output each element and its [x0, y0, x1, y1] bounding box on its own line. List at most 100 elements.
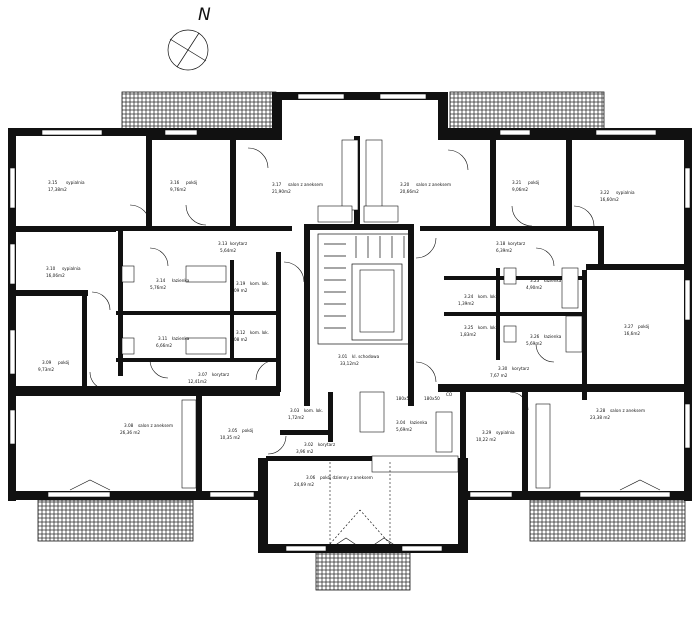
room-name: pokój: [638, 324, 649, 329]
room-area: 6,39m2: [496, 248, 512, 253]
room-code: 3.23: [530, 278, 540, 283]
room-code: 3.07: [198, 372, 208, 377]
room-code: 3.10: [46, 266, 56, 271]
room-name: kom. lok.: [250, 330, 269, 335]
fixture-mark: 180x50: [396, 396, 412, 401]
room-name: pokój: [58, 360, 69, 365]
room-code: 3.15: [48, 180, 58, 185]
room-code: 3.02: [304, 442, 314, 447]
stair-core: [317, 233, 413, 345]
room-name: kom. lok.: [478, 294, 497, 299]
windows: [9, 93, 691, 552]
room-area: 7,67 m2: [490, 373, 508, 378]
room-code: 3.01: [338, 354, 348, 359]
room-code: 3.24: [464, 294, 474, 299]
room-area: 16,06m2: [46, 273, 65, 278]
room-name: pokój dzienny z aneksem: [320, 475, 373, 480]
room-name: kom. lok.: [304, 408, 323, 413]
room-name: korytarz: [508, 241, 526, 246]
room-name: korytarz: [512, 366, 530, 371]
room-name: salon z aneksem: [138, 423, 173, 428]
room-area: 9,76m2: [170, 187, 186, 192]
north-compass-icon: N: [167, 5, 211, 71]
room-code: 3.08: [124, 423, 134, 428]
room-area: 5,64m2: [220, 248, 236, 253]
room-name: łazienka: [544, 334, 562, 339]
room-code: 3.22: [600, 190, 610, 195]
room-area: 12,41m2: [188, 379, 207, 384]
room-code: 3.03: [290, 408, 300, 413]
room-code: 3.09: [42, 360, 52, 365]
room-area: 5,76m2: [150, 285, 166, 290]
room-name: kom. lok.: [250, 281, 269, 286]
room-code: 3.11: [158, 336, 168, 341]
room-code: 3.19: [236, 281, 246, 286]
room-area: 6,66m2: [156, 343, 172, 348]
room-code: 3.29: [482, 430, 492, 435]
fixture-mark: CO: [446, 392, 453, 397]
north-label: N: [198, 5, 211, 25]
room-area: 2,08 m2: [230, 337, 248, 342]
room-code: 3.17: [272, 182, 282, 187]
room-area: 33,12m2: [340, 361, 359, 366]
room-code: 3.30: [498, 366, 508, 371]
room-code: 3.21: [512, 180, 522, 185]
room-area: 24,69 m2: [294, 482, 314, 487]
room-code: 3.14: [156, 278, 166, 283]
room-area: 17,38m2: [48, 187, 67, 192]
room-code: 3.18: [496, 241, 506, 246]
door-swings: [69, 147, 661, 547]
kitchen-fixtures: [181, 139, 551, 489]
room-code: 3.13: [218, 241, 228, 246]
room-name: pokój: [186, 180, 197, 185]
room-code: 3.28: [596, 408, 606, 413]
balcony-bottom-left: [37, 499, 194, 542]
room-name: salon z aneksem: [416, 182, 451, 187]
balcony-top-left: [121, 91, 277, 133]
room-name: salon z aneksem: [610, 408, 645, 413]
room-code: 3.16: [170, 180, 180, 185]
room-name: sypialnia: [66, 180, 85, 185]
room-code: 3.12: [236, 330, 246, 335]
room-code: 3.04: [396, 420, 406, 425]
room-name: pokój: [242, 428, 253, 433]
room-area: 20,66m2: [400, 189, 419, 194]
room-area: 23,38 m2: [590, 415, 610, 420]
room-name: korytarz: [318, 442, 336, 447]
room-code: 3.20: [400, 182, 410, 187]
fixture-mark: 180x50: [424, 396, 440, 401]
room-labels: 3.15 sypialnia 17,38m2 3.16 pokój 9,76m2…: [38, 180, 649, 487]
room-area: 2,09 m2: [230, 288, 248, 293]
room-code: 3.05: [228, 428, 238, 433]
room-name: kl. schodowa: [352, 354, 380, 359]
room-name: łazienka: [410, 420, 428, 425]
room-area: 16,6m2: [624, 331, 640, 336]
room-area: 4,90m2: [526, 285, 542, 290]
room-name: sypialnia: [496, 430, 515, 435]
room-area: 1,83m2: [460, 332, 476, 337]
room-area: 21,90m2: [272, 189, 291, 194]
room-name: łazienka: [544, 278, 562, 283]
room-name: korytarz: [212, 372, 230, 377]
room-area: 3,96 m2: [296, 449, 314, 454]
room-name: kom. lok.: [478, 325, 497, 330]
room-area: 26,36 m2: [120, 430, 140, 435]
room-name: łazienka: [172, 278, 190, 283]
balcony-top-right: [449, 91, 605, 133]
room-code: 3.06: [306, 475, 316, 480]
room-area: 9,73m2: [38, 367, 54, 372]
dashed-lines: [329, 462, 391, 545]
bathroom-fixtures: [121, 265, 583, 453]
balcony-bottom-center: [315, 551, 411, 591]
room-area: 10,35 m2: [220, 435, 240, 440]
room-name: salon z aneksem: [288, 182, 323, 187]
room-code: 3.26: [530, 334, 540, 339]
room-area: 1,39m2: [458, 301, 474, 306]
room-name: sypialnia: [62, 266, 81, 271]
room-area: 9,06m2: [512, 187, 528, 192]
room-area: 5,69m2: [396, 427, 412, 432]
room-name: pokój: [528, 180, 539, 185]
room-code: 3.27: [624, 324, 634, 329]
room-code: 3.25: [464, 325, 474, 330]
